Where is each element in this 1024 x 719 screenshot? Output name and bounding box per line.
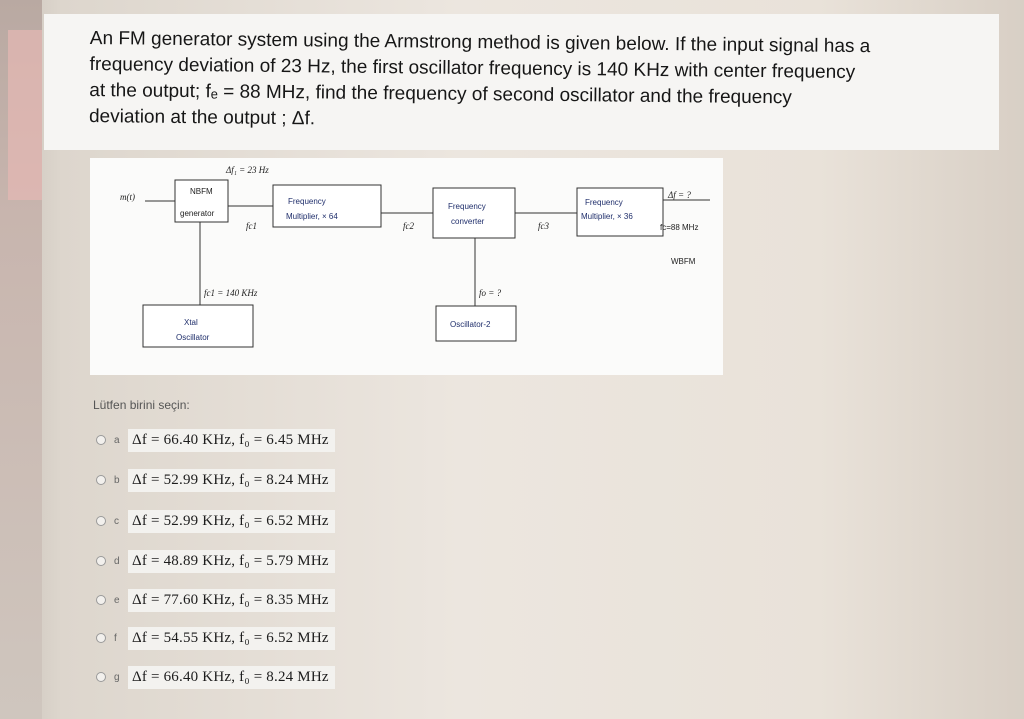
xtal-oscillator-box — [142, 304, 254, 348]
fc2-label: fc2 — [403, 221, 414, 231]
option-letter-d: d — [114, 555, 120, 567]
choose-one-label: Lütfen birini seçin: — [93, 398, 190, 412]
df-out-label: Δf = ? — [667, 190, 691, 200]
fc1-label: fc1 — [246, 221, 257, 231]
option-text-a: Δf = 66.40 KHz, f₀ = 6.45 MHz — [128, 428, 335, 452]
nbfm-generator-box — [174, 179, 229, 223]
oscillator-2-box — [435, 305, 517, 342]
option-text-c: Δf = 52.99 KHz, f₀ = 6.52 MHz — [128, 509, 335, 533]
df1-label: Δf₁ = 23 Hz — [225, 165, 269, 175]
xtal-label-1: Xtal — [184, 318, 198, 327]
mult1-label-1: Frequency — [288, 197, 326, 206]
frequency-converter-box — [432, 187, 516, 239]
conv-label-2: converter — [451, 217, 485, 226]
radio-g[interactable] — [96, 672, 106, 682]
nbfm-label-1: NBFM — [190, 187, 213, 196]
option-text-b: Δf = 52.99 KHz, f₀ = 8.24 MHz — [128, 468, 335, 492]
block-diagram-svg: Δf₁ = 23 Hz m(t) NBFM generator Frequenc… — [120, 165, 710, 348]
option-letter-a: a — [114, 434, 120, 446]
option-text-e: Δf = 77.60 KHz, f₀ = 8.35 MHz — [128, 588, 335, 612]
xtal-label-2: Oscillator — [176, 333, 210, 342]
fo-value-label: fo = ? — [479, 288, 502, 298]
option-g[interactable]: g Δf = 66.40 KHz, f₀ = 8.24 MHz — [96, 663, 335, 691]
radio-c[interactable] — [96, 516, 106, 526]
option-letter-f: f — [114, 632, 117, 644]
multiplier-64-box — [272, 184, 382, 228]
option-b[interactable]: b Δf = 52.99 KHz, f₀ = 8.24 MHz — [96, 466, 335, 494]
left-sidebar-strip — [0, 0, 42, 719]
mult2-label-1: Frequency — [585, 198, 623, 207]
option-f[interactable]: f Δf = 54.55 KHz, f₀ = 6.52 MHz — [96, 624, 335, 652]
option-letter-c: c — [114, 515, 119, 527]
radio-a[interactable] — [96, 435, 106, 445]
option-text-d: Δf = 48.89 KHz, f₀ = 5.79 MHz — [128, 549, 335, 573]
fc3-label: fc3 — [538, 221, 549, 231]
multiplier-36-box — [576, 187, 664, 237]
block-diagram: Δf₁ = 23 Hz m(t) NBFM generator Frequenc… — [90, 158, 723, 375]
question-text: An FM generator system using the Armstro… — [89, 26, 1000, 140]
fc-out-label: fc=88 MHz — [660, 223, 698, 232]
option-letter-b: b — [114, 474, 120, 486]
radio-d[interactable] — [96, 556, 106, 566]
input-label: m(t) — [120, 192, 135, 202]
option-letter-g: g — [114, 671, 120, 683]
nbfm-label-2: generator — [180, 209, 215, 218]
option-c[interactable]: c Δf = 52.99 KHz, f₀ = 6.52 MHz — [96, 507, 335, 535]
radio-b[interactable] — [96, 475, 106, 485]
fc1-value-label: fc1 = 140 KHz — [204, 288, 258, 298]
option-e[interactable]: e Δf = 77.60 KHz, f₀ = 8.35 MHz — [96, 586, 335, 614]
option-d[interactable]: d Δf = 48.89 KHz, f₀ = 5.79 MHz — [96, 547, 335, 575]
conv-label-1: Frequency — [448, 202, 486, 211]
option-text-g: Δf = 66.40 KHz, f₀ = 8.24 MHz — [128, 665, 335, 689]
osc2-label: Oscillator-2 — [450, 320, 491, 329]
option-a[interactable]: a Δf = 66.40 KHz, f₀ = 6.45 MHz — [96, 426, 335, 454]
radio-f[interactable] — [96, 633, 106, 643]
mult2-label-2: Multiplier, × 36 — [581, 212, 633, 221]
option-text-f: Δf = 54.55 KHz, f₀ = 6.52 MHz — [128, 626, 335, 650]
wbfm-label: WBFM — [671, 257, 696, 266]
sidebar-accent — [8, 30, 42, 200]
option-letter-e: e — [114, 594, 120, 606]
mult1-label-2: Multiplier, × 64 — [286, 212, 338, 221]
radio-e[interactable] — [96, 595, 106, 605]
question-box: An FM generator system using the Armstro… — [44, 14, 999, 150]
